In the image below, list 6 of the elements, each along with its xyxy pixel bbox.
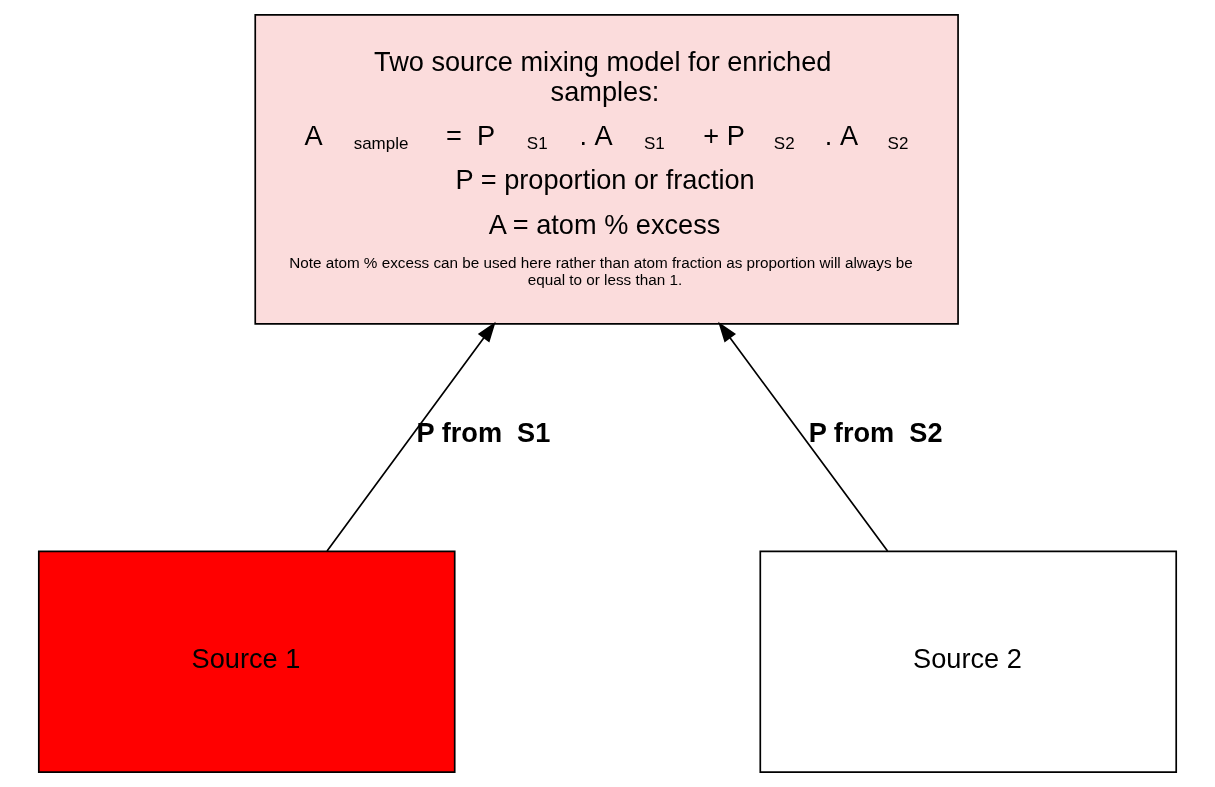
node-box: Source 1 — [37, 550, 456, 773]
arrow — [326, 321, 496, 552]
edge-label: P from S1 — [416, 417, 551, 449]
edge-label: P from S2 — [808, 417, 943, 449]
node-box: Source 2 — [759, 550, 1178, 773]
arrow — [718, 321, 889, 552]
